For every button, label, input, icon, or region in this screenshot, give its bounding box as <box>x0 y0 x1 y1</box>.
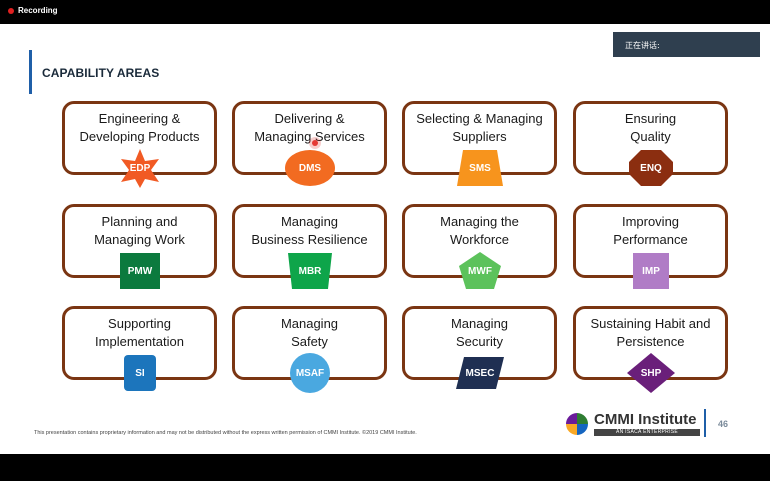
recording-indicator[interactable]: Recording <box>8 6 58 15</box>
capability-label: Sustaining Habit and Persistence <box>590 316 711 349</box>
cup-shape-icon <box>288 253 332 289</box>
capability-code: SI <box>135 367 145 379</box>
capability-code: MSEC <box>465 367 495 379</box>
capability-label: Planning and Managing Work <box>94 214 185 247</box>
capability-code: PMW <box>127 265 153 277</box>
capability-code: SHP <box>640 367 662 379</box>
capability-code: MSAF <box>295 367 325 379</box>
square-shape-icon <box>633 253 669 289</box>
capability-code: MWF <box>468 265 492 277</box>
capability-badge-edp: EDP <box>114 148 166 188</box>
capability-badge-enq: ENQ <box>625 148 677 188</box>
octagon-shape-icon <box>629 150 673 186</box>
diamond-shape-icon <box>627 353 675 393</box>
logo-divider <box>704 409 706 437</box>
capability-badge-imp: IMP <box>625 251 677 291</box>
logo-tagline: AN ISACA ENTERPRISE <box>594 429 700 436</box>
capability-code: EDP <box>129 162 151 174</box>
capability-badge-si: SI <box>114 353 166 393</box>
capability-code: DMS <box>298 162 322 174</box>
capability-badge-sms: SMS <box>454 148 506 188</box>
star-shape-icon <box>121 149 159 188</box>
capability-label: Improving Performance <box>613 214 688 247</box>
logo-name: CMMI Institute <box>594 411 697 428</box>
recording-bar: Recording <box>0 0 770 24</box>
capability-label: Managing Security <box>450 316 509 349</box>
capability-badge-mbr: MBR <box>284 251 336 291</box>
circle-shape-icon <box>290 353 330 393</box>
laser-pointer-icon <box>312 140 318 146</box>
ellipse-shape-icon <box>285 150 335 186</box>
capability-label: Selecting & Managing Suppliers <box>416 111 543 144</box>
slide-title: CAPABILITY AREAS <box>42 66 160 80</box>
cmmi-logo: CMMI Institute AN ISACA ENTERPRISE <box>566 411 702 437</box>
capability-code: ENQ <box>640 162 662 174</box>
capability-badge-mwf: MWF <box>454 251 506 291</box>
capability-code: MBR <box>298 265 322 277</box>
bottom-bar <box>0 454 770 481</box>
globe-icon <box>566 413 588 435</box>
pentagon-shape-icon <box>459 252 501 289</box>
capability-badge-dms: DMS <box>284 148 336 188</box>
capability-label: Managing Business Resilience <box>251 214 368 247</box>
page-number: 46 <box>718 419 729 429</box>
capability-badge-msaf: MSAF <box>284 353 336 393</box>
capability-code: IMP <box>642 265 660 277</box>
record-icon <box>8 7 14 14</box>
capability-label: Delivering & Managing Services <box>254 111 365 144</box>
recording-label: Recording <box>18 6 58 15</box>
capability-badge-shp: SHP <box>625 353 677 393</box>
capability-label: Supporting Implementation <box>95 316 184 349</box>
capability-label: Managing Safety <box>280 316 339 349</box>
rect-shape-icon <box>120 253 160 289</box>
capability-badge-pmw: PMW <box>114 251 166 291</box>
roundrect-shape-icon <box>124 355 156 391</box>
capability-code: SMS <box>469 162 491 174</box>
copyright-footer: This presentation contains proprietary i… <box>34 430 417 436</box>
speaking-indicator: 正在讲话: <box>613 32 760 57</box>
capability-label: Managing the Workforce <box>440 214 519 247</box>
title-accent-bar <box>29 50 32 94</box>
presentation-slide: 正在讲话: CAPABILITY AREAS Engineering & Dev… <box>0 24 770 454</box>
capability-label: Engineering & Developing Products <box>79 111 200 144</box>
trapezoid-shape-icon <box>457 150 503 186</box>
capability-badge-msec: MSEC <box>454 353 506 393</box>
capability-label: Ensuring Quality <box>624 111 677 144</box>
parallelogram-shape-icon <box>456 357 504 389</box>
